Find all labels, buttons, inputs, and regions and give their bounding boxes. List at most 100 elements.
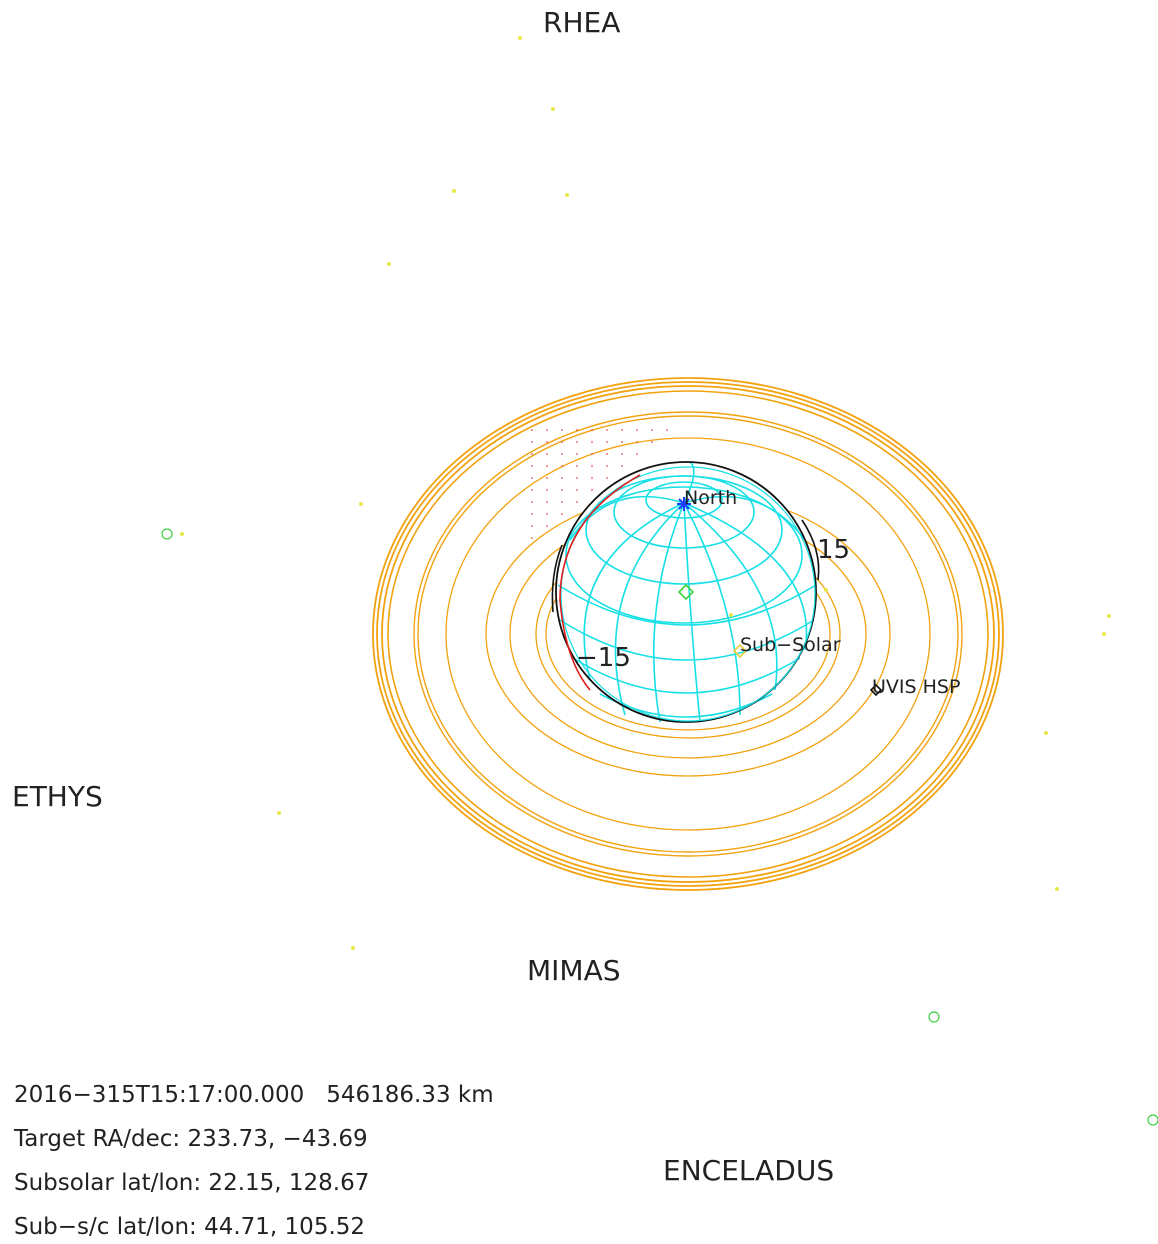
shadow-dot xyxy=(591,465,593,467)
star xyxy=(277,811,281,815)
shadow-dot xyxy=(546,489,548,491)
ring-6 xyxy=(445,437,931,831)
shadow-dot xyxy=(531,513,533,515)
shadow-dot xyxy=(606,429,608,431)
star xyxy=(1055,887,1059,891)
star xyxy=(1107,614,1111,618)
shadow-dot xyxy=(546,513,548,515)
lat-line-5 xyxy=(557,584,817,626)
north-label: North xyxy=(684,487,737,509)
green-marker xyxy=(928,1011,940,1023)
info-target-radec: Target RA/dec: 233.73, −43.69 xyxy=(13,1126,368,1152)
shadow-dot xyxy=(606,477,608,479)
lon-line-9 xyxy=(683,495,806,541)
shadow-dot xyxy=(606,465,608,467)
shadow-dot xyxy=(561,489,563,491)
planet-limb xyxy=(555,461,817,723)
shadow-dot xyxy=(561,465,563,467)
latitude-label-positive: 15 xyxy=(817,535,850,565)
shadow-dot xyxy=(531,441,533,443)
lon-line-3 xyxy=(652,502,685,723)
ring-4 xyxy=(413,411,963,857)
lon-line-1 xyxy=(583,502,685,681)
shadow-dot xyxy=(546,525,548,527)
shadow-dot xyxy=(576,429,578,431)
longitude-grid xyxy=(569,461,808,723)
shadow-dot xyxy=(531,501,533,503)
terminator-line xyxy=(559,474,641,691)
star xyxy=(359,502,363,506)
shadow-dot xyxy=(576,477,578,479)
shadow-dot xyxy=(606,441,608,443)
shadow-dot xyxy=(531,465,533,467)
star xyxy=(551,107,555,111)
shadow-dot xyxy=(576,441,578,443)
star xyxy=(518,36,522,40)
shadow-dot xyxy=(546,477,548,479)
shadow-dot xyxy=(531,477,533,479)
shadow-dot xyxy=(621,429,623,431)
shadow-dot xyxy=(531,429,533,431)
ring-outer-4 xyxy=(387,390,989,878)
lon-line-5 xyxy=(683,502,741,716)
green-marker xyxy=(1147,1114,1158,1126)
shadow-dot xyxy=(531,489,533,491)
moon-label-rhea: RHEA xyxy=(543,6,620,39)
shadow-dot xyxy=(561,453,563,455)
ring-outer-3 xyxy=(381,385,995,883)
shadow-dot xyxy=(531,537,533,539)
lat-line-7 xyxy=(572,657,801,694)
lat-line-3 xyxy=(585,475,783,585)
star xyxy=(387,262,391,266)
shadow-dot xyxy=(576,453,578,455)
star xyxy=(824,588,828,592)
info-subsolar: Subsolar lat/lon: 22.15, 128.67 xyxy=(14,1170,369,1196)
shadow-dot xyxy=(666,429,668,431)
sub-spacecraft-marker xyxy=(677,583,695,601)
shadow-dot xyxy=(561,477,563,479)
green-markers xyxy=(161,528,1158,1126)
shadow-dot xyxy=(636,453,638,455)
shadow-dot xyxy=(561,501,563,503)
shadow-dot xyxy=(591,429,593,431)
shadow-dot xyxy=(531,453,533,455)
uvis-hsp-marker xyxy=(869,683,883,697)
sub-solar-label: Sub−Solar xyxy=(740,634,841,656)
shadow-dot xyxy=(621,453,623,455)
star xyxy=(180,532,184,536)
shadow-dot xyxy=(591,477,593,479)
shadow-dot xyxy=(546,441,548,443)
lon-line-6 xyxy=(683,502,778,691)
shadow-dot xyxy=(546,429,548,431)
star xyxy=(565,193,569,197)
lon-line-7 xyxy=(683,502,808,651)
planet-body xyxy=(551,461,820,723)
limb-bracket-right xyxy=(801,519,820,581)
star xyxy=(1044,731,1048,735)
lon-line-2 xyxy=(614,502,685,716)
shadow-dot xyxy=(561,441,563,443)
ring-5 xyxy=(417,415,959,853)
ring-outer-2 xyxy=(376,381,1000,887)
shadow-dot xyxy=(561,429,563,431)
star xyxy=(729,613,733,617)
lon-line-4 xyxy=(683,502,701,723)
shadow-dot xyxy=(546,465,548,467)
star xyxy=(351,946,355,950)
shadow-dot xyxy=(636,441,638,443)
shadow-dot xyxy=(576,501,578,503)
shadow-dot xyxy=(606,453,608,455)
info-time-range: 2016−315T15:17:00.000 546186.33 km xyxy=(14,1082,494,1108)
shadow-dot xyxy=(561,513,563,515)
latitude-label-negative: −15 xyxy=(576,643,631,673)
shadow-dot-pattern xyxy=(531,429,668,539)
lat-line-6 xyxy=(559,619,815,661)
shadow-dot xyxy=(531,525,533,527)
moon-label-tethys: ETHYS xyxy=(12,780,103,813)
info-sub-spacecraft: Sub−s/c lat/lon: 44.71, 105.52 xyxy=(14,1214,365,1240)
shadow-dot xyxy=(591,453,593,455)
green-marker xyxy=(161,528,173,540)
lon-line-10 xyxy=(683,461,695,504)
shadow-dot xyxy=(546,453,548,455)
star xyxy=(452,189,456,193)
